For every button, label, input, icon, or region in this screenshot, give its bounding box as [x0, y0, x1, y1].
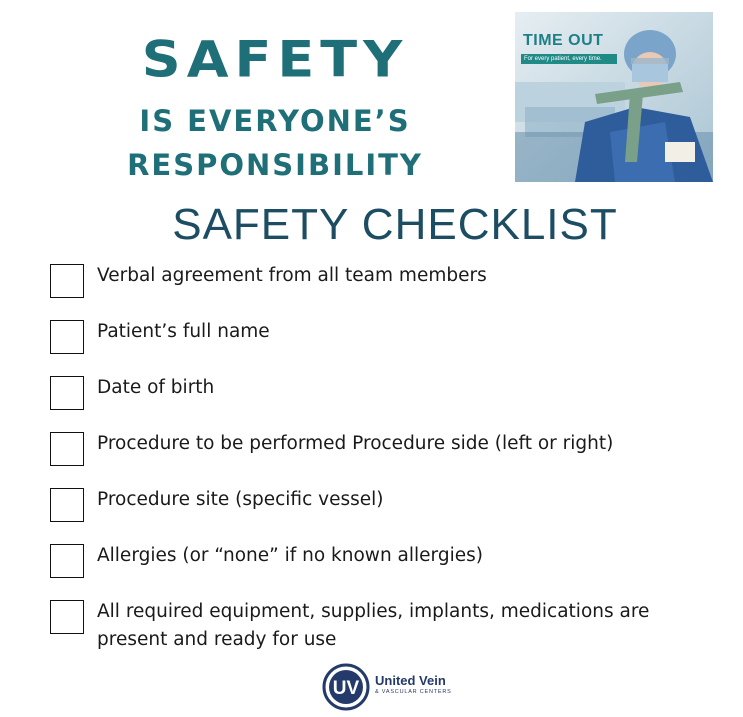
- uv-monogram: UV: [333, 678, 360, 699]
- headline-safety: SAFETY: [141, 30, 409, 89]
- checklist-item-label: Procedure to be performed Procedure side…: [97, 433, 614, 454]
- logo-subtitle: & VASCULAR CENTERS: [375, 689, 452, 695]
- checklist-item-label: Date of birth: [97, 377, 215, 398]
- checklist-item-label: Patient’s full name: [97, 321, 270, 342]
- headline-is-everyones: IS EVERYONE’S: [139, 104, 411, 138]
- checkbox[interactable]: [50, 264, 84, 298]
- surgeon-illustration: [515, 12, 713, 182]
- time-out-photo: TIME OUT For every patient, every time.: [515, 12, 713, 182]
- checkbox[interactable]: [50, 544, 84, 578]
- uv-logo-icon: UV: [322, 663, 370, 711]
- checklist-item-label: All required equipment, supplies, implan…: [97, 601, 650, 650]
- checklist-item-label: Allergies (or “none” if no known allergi…: [97, 545, 483, 566]
- checkbox[interactable]: [50, 432, 84, 466]
- checkbox[interactable]: [50, 600, 84, 634]
- time-out-badge: TIME OUT For every patient, every time.: [517, 20, 617, 64]
- time-out-title: TIME OUT: [523, 32, 604, 49]
- logo-name: United Vein: [375, 673, 446, 688]
- headline-responsibility: RESPONSIBILITY: [127, 148, 423, 182]
- united-vein-logo: UV United Vein & VASCULAR CENTERS: [322, 663, 482, 711]
- time-out-subtitle: For every patient, every time.: [521, 54, 617, 64]
- checkbox[interactable]: [50, 320, 84, 354]
- checkbox[interactable]: [50, 488, 84, 522]
- checklist-item-label: Procedure site (specific vessel): [97, 489, 384, 510]
- checklist-title: SAFETY CHECKLIST: [172, 200, 618, 249]
- checklist-item-label: Verbal agreement from all team members: [97, 265, 487, 286]
- checkbox[interactable]: [50, 376, 84, 410]
